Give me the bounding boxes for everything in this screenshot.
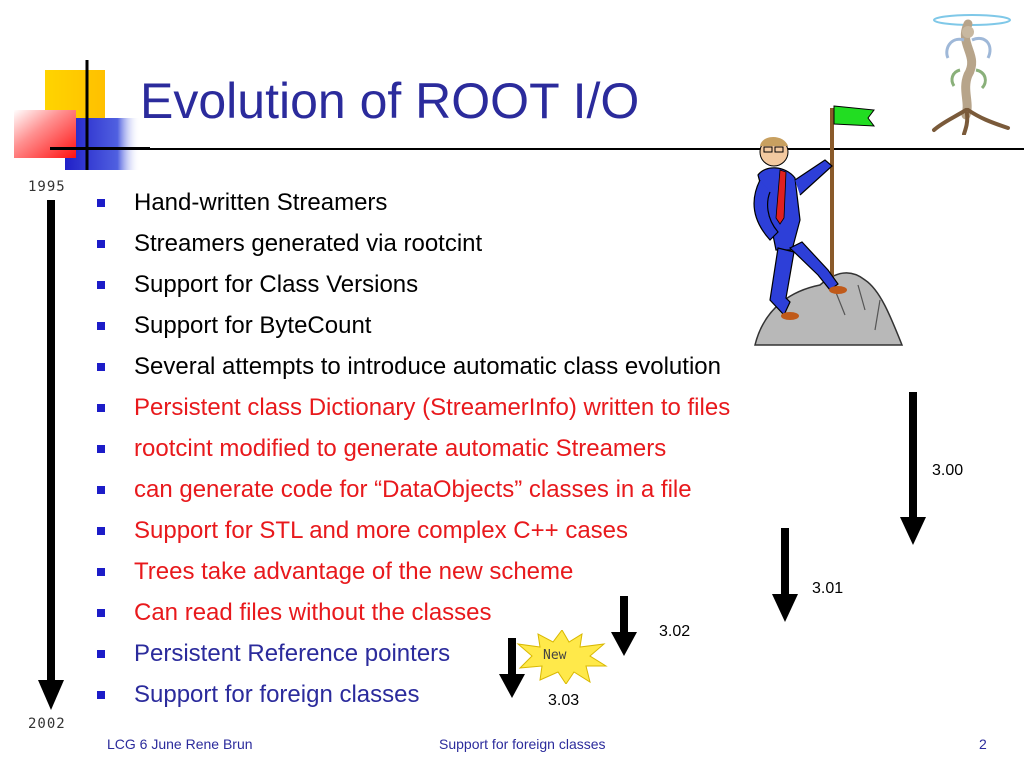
bullet-text: Streamers generated via rootcint — [134, 230, 483, 257]
slide-title: Evolution of ROOT I/O — [140, 73, 640, 129]
new-badge-label: New — [543, 648, 567, 663]
bullet-square-icon — [97, 609, 105, 617]
version-arrow-3-02-icon — [611, 596, 637, 656]
bullet-text: Hand-written Streamers — [134, 189, 388, 216]
bullet-item: Support for foreign classes — [97, 678, 730, 719]
root-tree-logo-icon — [932, 14, 1011, 135]
bullet-text: Support for ByteCount — [134, 312, 372, 339]
bullet-text: Persistent class Dictionary (StreamerInf… — [134, 394, 731, 421]
new-badge-starburst-icon — [516, 630, 608, 684]
footer-page-number: 2 — [979, 736, 987, 752]
title-divider — [50, 148, 1024, 150]
bullet-item: Support for ByteCount — [97, 309, 730, 350]
version-arrow-3-03-icon — [499, 638, 525, 698]
timeline-start-year: 1995 — [28, 179, 66, 195]
bullet-square-icon — [97, 281, 105, 289]
bullet-item: Hand-written Streamers — [97, 186, 730, 227]
bullet-text: can generate code for “DataObjects” clas… — [134, 476, 692, 503]
bullet-text: Trees take advantage of the new scheme — [134, 558, 574, 585]
bullet-item: can generate code for “DataObjects” clas… — [97, 473, 730, 514]
timeline-arrow-icon — [38, 200, 64, 710]
version-label-3-03: 3.03 — [548, 692, 580, 709]
bullet-text: Support for foreign classes — [134, 681, 420, 708]
bullet-item: Can read files without the classes — [97, 596, 730, 637]
version-label-3-02: 3.02 — [659, 623, 691, 640]
bullet-item: Trees take advantage of the new scheme — [97, 555, 730, 596]
footer-left: LCG 6 June Rene Brun — [107, 736, 253, 752]
bullet-square-icon — [97, 527, 105, 535]
bullet-text: rootcint modified to generate automatic … — [134, 435, 667, 462]
bullet-square-icon — [97, 322, 105, 330]
bullet-text: Can read files without the classes — [134, 599, 492, 626]
bullet-text: Support for STL and more complex C++ cas… — [134, 517, 629, 544]
bullet-square-icon — [97, 650, 105, 658]
climber-flag-illustration-icon — [753, 105, 904, 346]
bullet-text: Several attempts to introduce automatic … — [134, 353, 721, 380]
slide-logo-squares — [14, 60, 150, 170]
bullet-square-icon — [97, 404, 105, 412]
timeline-end-year: 2002 — [28, 716, 66, 732]
bullet-item: Support for Class Versions — [97, 268, 730, 309]
bullet-square-icon — [97, 486, 105, 494]
bullet-item: rootcint modified to generate automatic … — [97, 432, 730, 473]
bullet-list: Hand-written Streamers Streamers generat… — [97, 186, 730, 719]
bullet-square-icon — [97, 568, 105, 576]
version-arrow-3-01-icon — [772, 528, 798, 622]
bullet-item: Persistent Reference pointers — [97, 637, 730, 678]
bullet-item: Persistent class Dictionary (StreamerInf… — [97, 391, 730, 432]
bullet-square-icon — [97, 691, 105, 699]
bullet-square-icon — [97, 199, 105, 207]
bullet-square-icon — [97, 240, 105, 248]
version-arrow-3-00-icon — [900, 392, 926, 545]
bullet-item: Streamers generated via rootcint — [97, 227, 730, 268]
version-label-3-00: 3.00 — [932, 462, 964, 479]
bullet-square-icon — [97, 363, 105, 371]
bullet-text: Persistent Reference pointers — [134, 640, 451, 667]
bullet-text: Support for Class Versions — [134, 271, 419, 298]
bullet-item: Support for STL and more complex C++ cas… — [97, 514, 730, 555]
footer-center: Support for foreign classes — [439, 736, 606, 752]
bullet-item: Several attempts to introduce automatic … — [97, 350, 730, 391]
bullet-square-icon — [97, 445, 105, 453]
version-label-3-01: 3.01 — [812, 580, 844, 597]
